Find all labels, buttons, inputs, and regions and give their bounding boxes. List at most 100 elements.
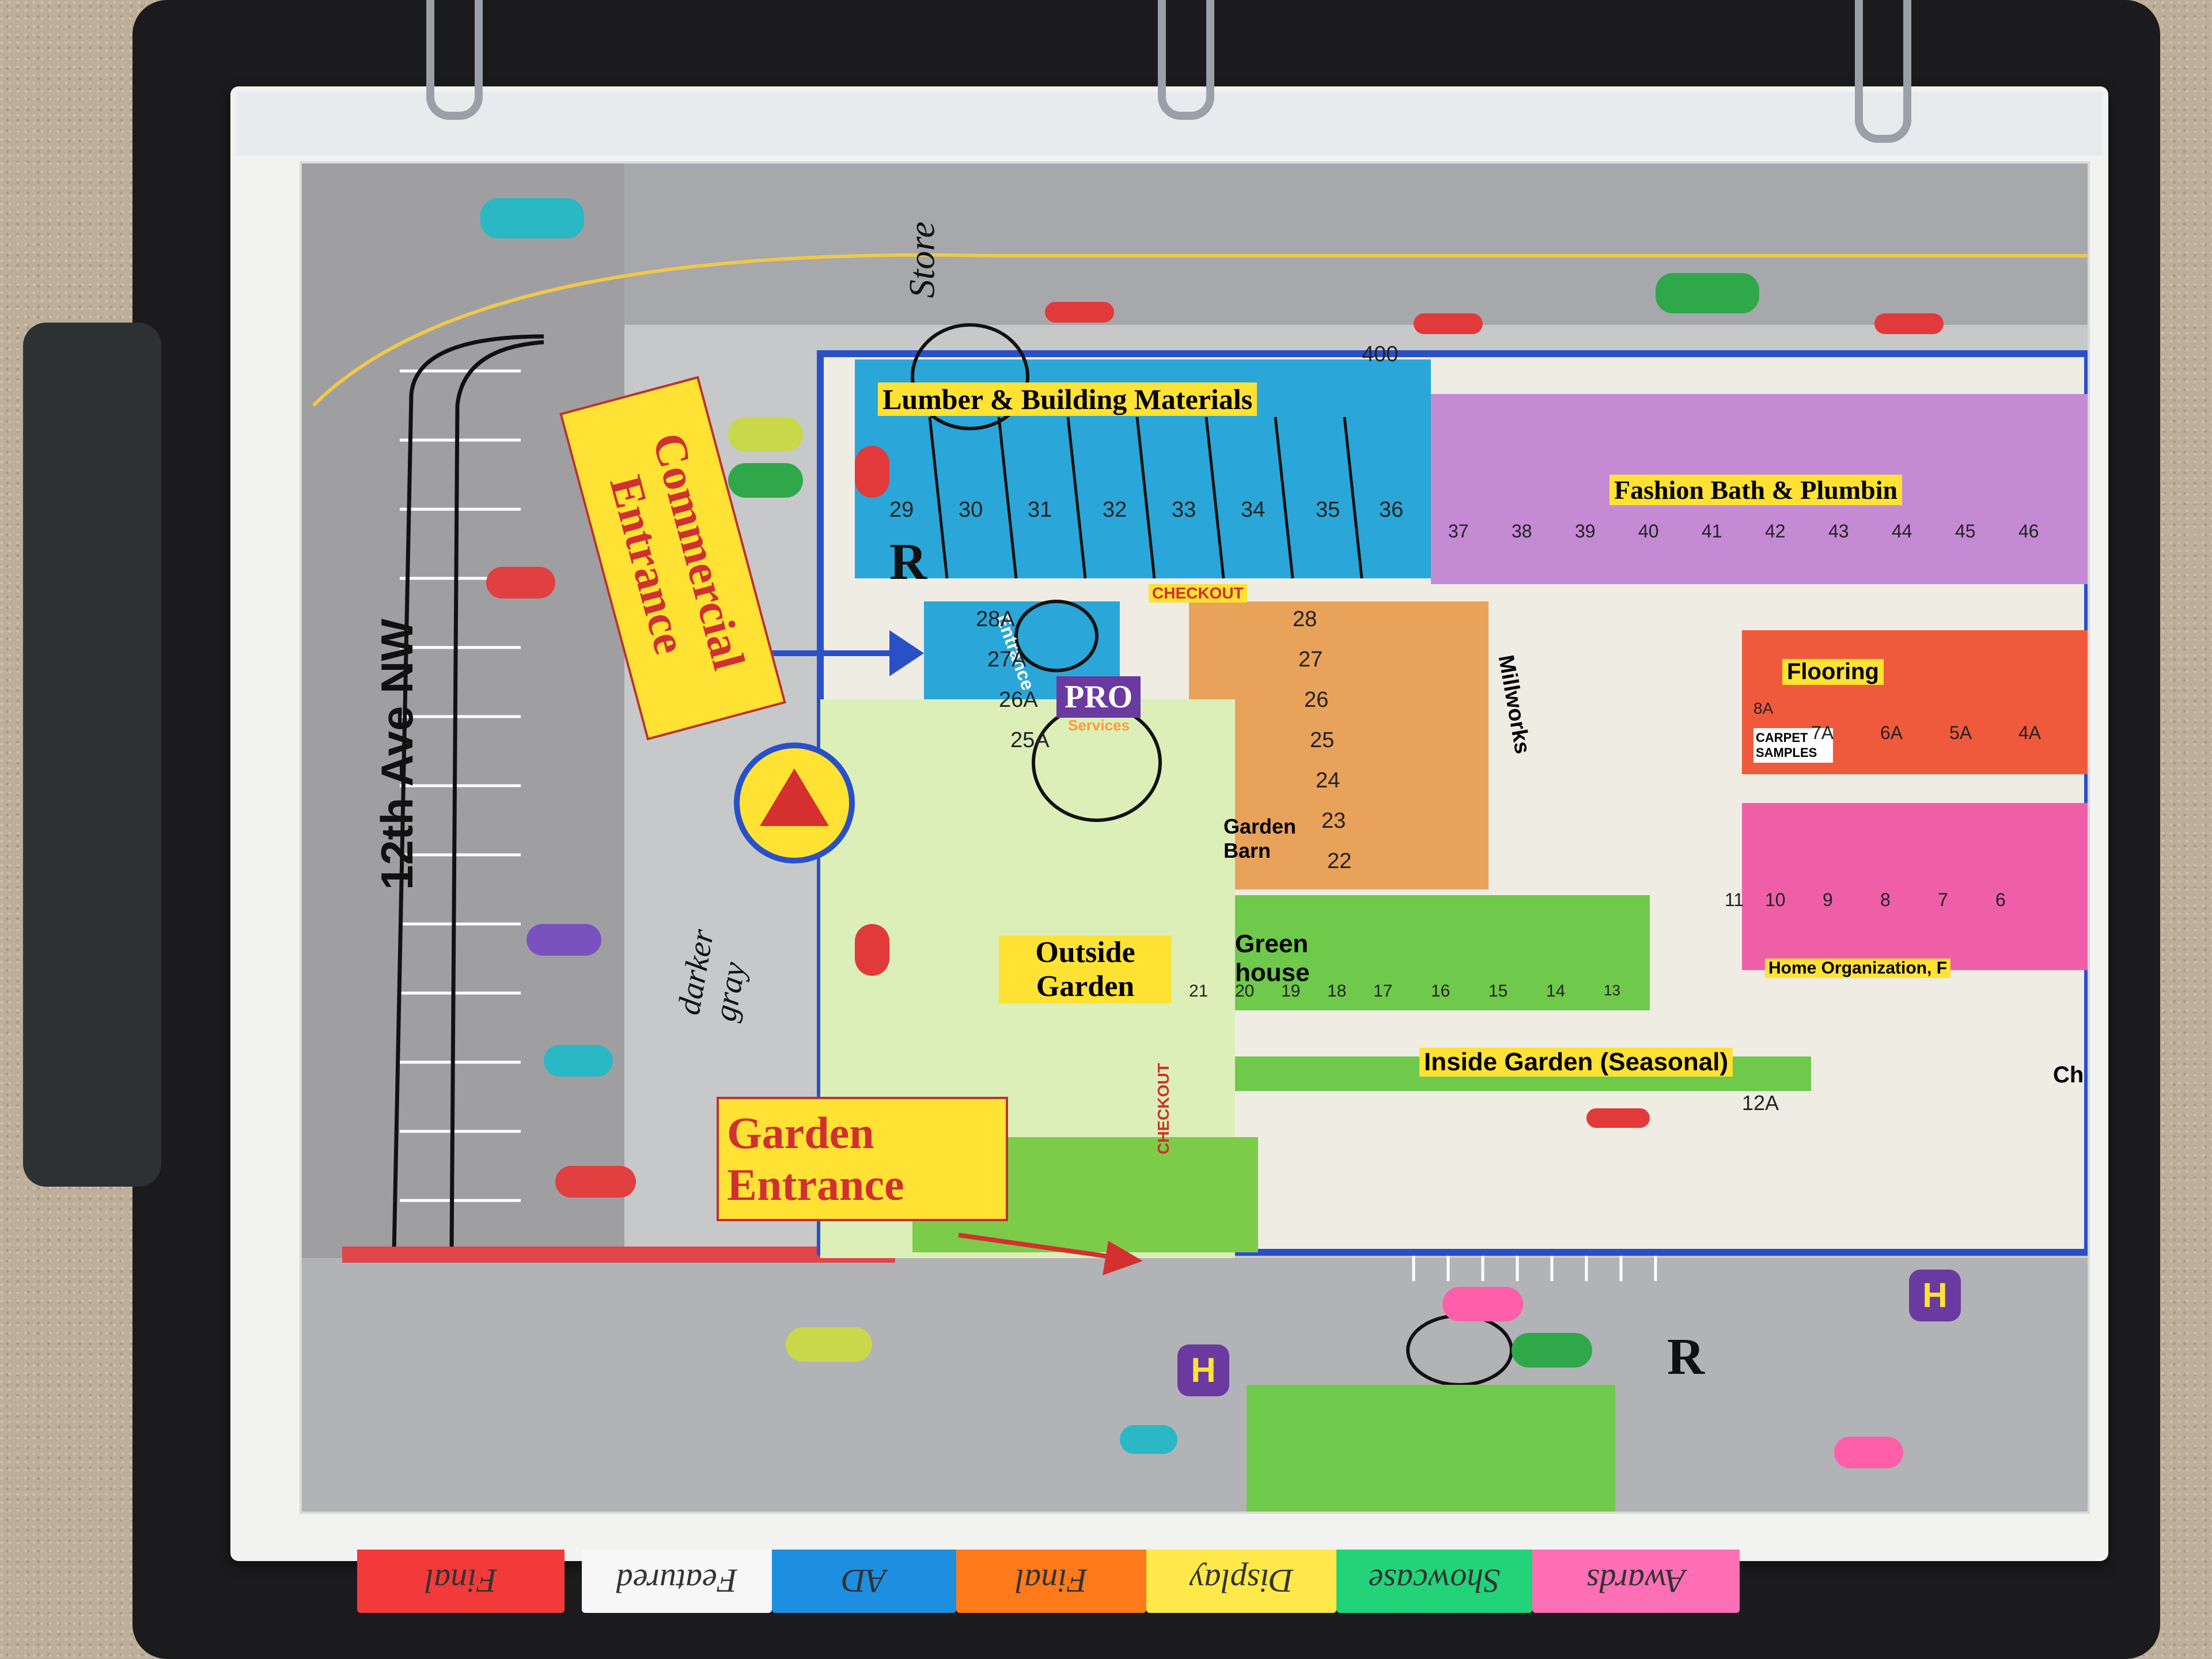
aisle-43: 43 [1828,521,1849,541]
tab-ad[interactable]: AD [772,1550,956,1613]
aisle-10: 10 [1765,889,1786,910]
pro-label: PRO [1056,676,1141,718]
aisle-46: 46 [2018,521,2039,541]
aisle-23: 23 [1321,809,1346,833]
aisle-26a: 26A [999,688,1038,712]
store-map: 12th Ave NW Commercial Entrance Garden E… [300,161,2090,1514]
aisle-28: 28 [1293,607,1317,631]
aisle-17: 17 [1373,982,1393,1001]
aisle-21: 21 [1189,982,1209,1001]
aisle-9: 9 [1823,889,1833,910]
aisle-19: 19 [1281,982,1301,1001]
aisle-37: 37 [1448,521,1469,541]
aisle-25a: 25A [1010,728,1050,752]
partial-label: Ch [2053,1062,2084,1088]
aisle-11: 11 [1725,889,1744,910]
logo-triangle [760,768,829,826]
home-org-zone [1742,803,2088,970]
aisle-42: 42 [1765,521,1786,541]
store-annotation: Store [901,221,942,298]
aisle-7: 7 [1938,889,1948,910]
millworks-zone [1189,601,1488,889]
aisle-41: 41 [1702,521,1722,541]
inside-garden-label: Inside Garden (Seasonal) [1419,1048,1733,1077]
aisle-39: 39 [1575,521,1596,541]
aisle-8a: 8A [1753,699,1774,717]
tab-awards[interactable]: Awards [1532,1550,1740,1613]
binder-ring [1855,0,1911,143]
aisle-29: 29 [889,498,914,522]
car-icon [1512,1333,1592,1368]
checkout-label-garden: CHECKOUT [1154,1063,1172,1154]
h-marker-east: H [1909,1270,1961,1321]
aisle-12a: 12A [1742,1091,1779,1115]
pro-sub-label: Services [1068,717,1130,734]
car-icon [486,567,555,599]
aisle-5a: 5A [1949,722,1972,743]
h-marker-south: H [1177,1344,1229,1396]
outside-garden-label: Outside Garden [999,935,1172,1003]
car-icon [728,463,803,498]
aisle-27: 27 [1298,647,1323,672]
binder-ring [1158,0,1214,120]
tab-featured[interactable]: Featured [582,1550,772,1613]
car-icon [480,198,584,238]
aisle-33: 33 [1172,498,1196,522]
car-icon [527,924,601,956]
tab-final[interactable]: Final [357,1550,565,1613]
aisle-24: 24 [1316,768,1340,793]
lumber-label: Lumber & Building Materials [878,382,1257,416]
garden-barn-label: Garden Barn [1224,815,1297,862]
aisle-40: 40 [1638,521,1659,541]
aisle-45: 45 [1955,521,1976,541]
fashion-label: Fashion Bath & Plumbin [1609,475,1903,505]
aisle-14: 14 [1546,982,1566,1001]
aisle-400: 400 [1362,342,1399,366]
car-icon [1120,1425,1177,1454]
binder-ring [426,0,483,120]
aisle-34: 34 [1241,498,1266,522]
aisle-6a: 6A [1880,722,1903,743]
aisle-18: 18 [1327,982,1347,1001]
garden-row-zone [1212,895,1650,1010]
aisle-31: 31 [1028,498,1052,522]
tab-final-2[interactable]: Final [956,1550,1146,1613]
garden-entrance-label: Garden Entrance [717,1097,1008,1221]
car-icon [555,1166,636,1198]
aisle-44: 44 [1892,521,1912,541]
aisle-32: 32 [1103,498,1127,522]
car-icon [1834,1437,1903,1468]
car-icon [544,1045,613,1077]
tab-display[interactable]: Display [1146,1550,1336,1613]
binder-edge [23,323,161,1187]
aisle-15: 15 [1488,982,1508,1001]
r-marker-north: R [889,533,927,590]
aisle-35: 35 [1316,498,1340,522]
aisle-6: 6 [1995,889,2006,910]
aisle-25: 25 [1310,728,1335,752]
parking-stripes [400,369,1657,1281]
aisle-16: 16 [1431,982,1450,1001]
car-icon [786,1327,872,1362]
aisle-27a: 27A [987,647,1027,672]
aisle-7a: 7A [1811,722,1834,743]
south-building [1247,1385,1615,1512]
tab-showcase[interactable]: Showcase [1336,1550,1532,1613]
greenhouse-label: Green house [1235,930,1310,987]
aisle-28a: 28A [976,607,1015,631]
home-org-label: Home Organization, F [1765,959,1951,978]
aisle-38: 38 [1512,521,1532,541]
aisle-8: 8 [1880,889,1891,910]
checkout-label: CHECKOUT [1149,584,1247,603]
aisle-36: 36 [1379,498,1404,522]
red-markers [855,302,1944,1128]
aisle-22: 22 [1327,849,1352,873]
flooring-label: Flooring [1782,659,1884,685]
aisle-13: 13 [1604,982,1620,999]
car-icon [1442,1287,1523,1321]
aisle-30: 30 [959,498,983,522]
aisle-20: 20 [1235,982,1255,1001]
carpet-label: CARPET SAMPLES [1753,728,1833,763]
car-icon [728,417,803,452]
map-graphics [302,164,2088,1512]
